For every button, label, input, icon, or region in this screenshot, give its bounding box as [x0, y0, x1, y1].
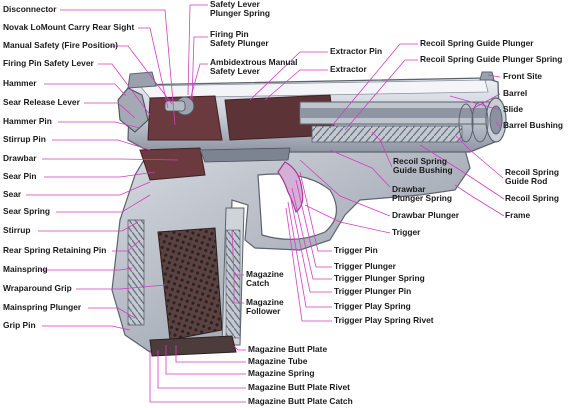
label-magazine-spring: Magazine Spring [248, 368, 315, 378]
label-grip-pin: Grip Pin [3, 320, 36, 330]
label-rear-spring-retaining-pin: Rear Spring Retaining Pin [3, 245, 107, 255]
label-hammer: Hammer [3, 78, 37, 88]
label-drawbar-plunger: Drawbar Plunger [392, 210, 460, 220]
label-recoil-spring-guide-plunger: Recoil Spring Guide Plunger [420, 38, 534, 48]
label-trigger-plunger-spring: Trigger Plunger Spring [334, 273, 425, 283]
label-trigger-plunger-pin: Trigger Plunger Pin [334, 286, 412, 296]
label-slide: Slide [503, 104, 524, 114]
label-sear: Sear [3, 189, 22, 199]
label-novak-rear-sight: Novak LoMount Carry Rear Sight [3, 22, 135, 32]
label-manual-safety: Manual Safety (Fire Position) [3, 40, 118, 50]
label-recoil-spring-guide-plunger-spring: Recoil Spring Guide Plunger Spring [420, 54, 563, 64]
label-wraparound-grip: Wraparound Grip [3, 283, 72, 293]
label-magazine-butt-plate-catch: Magazine Butt Plate Catch [248, 396, 353, 406]
trigger-shape [277, 161, 304, 213]
label-magazine-butt-plate-rivet: Magazine Butt Plate Rivet [248, 382, 350, 392]
label-sear-spring: Sear Spring [3, 206, 51, 216]
label-frame: Frame [505, 210, 531, 220]
label-firing-pin-safety-lever: Firing Pin Safety Lever [3, 58, 94, 68]
label-drawbar: Drawbar [3, 153, 37, 163]
label-recoil-spring: Recoil Spring [505, 193, 559, 203]
hammer-shape [117, 87, 149, 133]
label-trigger-pin: Trigger Pin [334, 245, 378, 255]
label-trigger-plunger: Trigger Plunger [334, 261, 396, 271]
label-sear-pin: Sear Pin [3, 171, 37, 181]
label-magazine-butt-plate: Magazine Butt Plate [248, 344, 328, 354]
label-mainspring: Mainspring [3, 264, 48, 274]
label-magazine-tube: Magazine Tube [248, 356, 308, 366]
label-disconnector: Disconnector [3, 4, 57, 14]
label-barrel: Barrel [503, 88, 528, 98]
label-trigger: Trigger [392, 227, 421, 237]
label-trigger-play-spring: Trigger Play Spring [334, 301, 411, 311]
label-hammer-pin: Hammer Pin [3, 116, 52, 126]
label-stirrup: Stirrup [3, 225, 31, 235]
label-mainspring-plunger: Mainspring Plunger [3, 302, 82, 312]
label-extractor-pin: Extractor Pin [330, 46, 383, 56]
label-stirrup-pin: Stirrup Pin [3, 134, 46, 144]
label-sear-release-lever: Sear Release Lever [3, 97, 80, 107]
label-trigger-play-spring-rivet: Trigger Play Spring Rivet [334, 315, 434, 325]
label-barrel-bushing: Barrel Bushing [503, 120, 564, 130]
label-extractor: Extractor [330, 64, 367, 74]
label-front-site: Front Site [503, 71, 543, 81]
